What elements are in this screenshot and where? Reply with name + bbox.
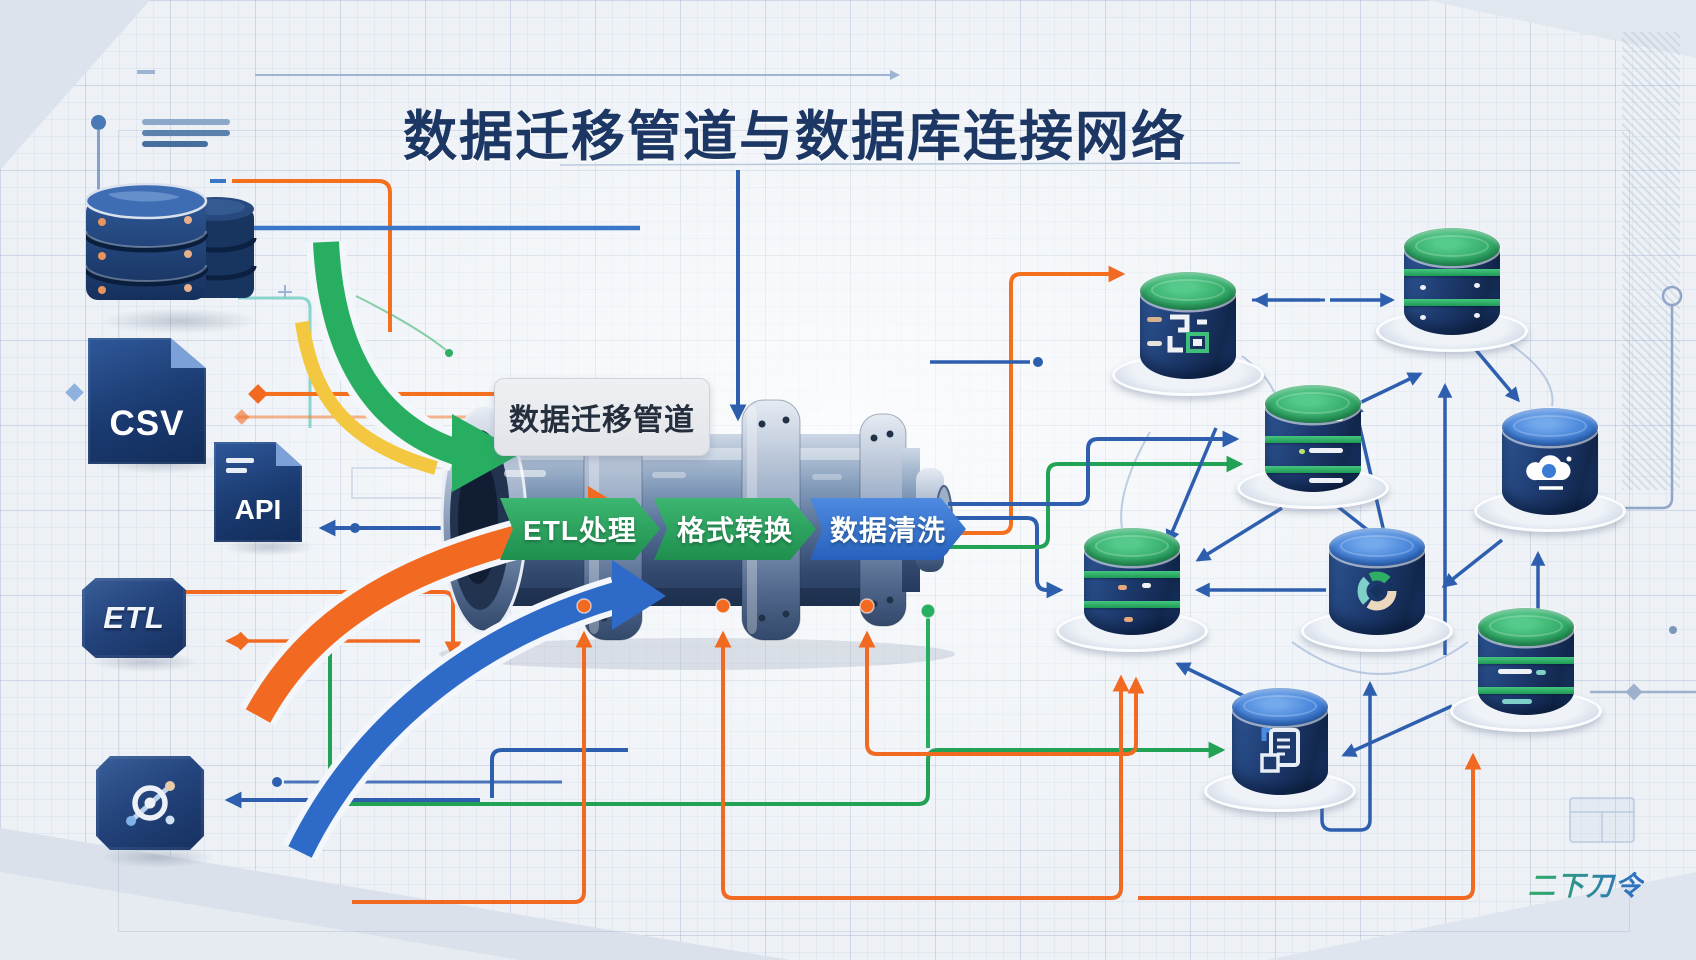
stage-badge-clean: 数据清洗: [810, 498, 966, 560]
network-hub-icon: [96, 756, 204, 850]
shadow: [100, 308, 260, 334]
database-stack-icon: [83, 182, 261, 322]
api-file-icon: API: [214, 442, 302, 542]
shadow: [222, 538, 316, 556]
etl-box-icon: ETL: [82, 578, 186, 658]
shadow: [100, 846, 216, 868]
db-top: [1478, 608, 1574, 646]
db-top: [1232, 688, 1328, 726]
db-top: [1329, 528, 1425, 566]
db-top: [1404, 228, 1500, 266]
db-top: [1265, 385, 1361, 423]
db-top: [1084, 528, 1180, 566]
stage-badge-format: 格式转换: [654, 498, 816, 560]
blueprint-pin-icon: [91, 115, 106, 130]
menu-bars-decoration: [142, 119, 230, 152]
document-icon: [1232, 707, 1328, 795]
pipeline-label: 数据迁移管道: [494, 378, 710, 456]
db-body: [1265, 404, 1361, 492]
panel-frame: [118, 130, 1630, 932]
hatch-strip-right: [1622, 32, 1680, 490]
cloud-icon: [1502, 427, 1598, 515]
sync-icon: [1329, 547, 1425, 635]
csv-label: CSV: [109, 403, 185, 443]
db-top: [1502, 408, 1598, 446]
db-top: [1140, 272, 1236, 310]
csv-file-fold: [170, 338, 206, 369]
api-label: API: [234, 494, 282, 525]
page-title: 数据迁移管道与数据库连接网络: [403, 107, 1187, 167]
hub-target-icon: [126, 781, 175, 826]
db-node-top-right: [1376, 228, 1528, 352]
db-node-green-left: [1056, 528, 1208, 652]
db-node-sync: [1301, 528, 1453, 652]
db-node-document: [1204, 688, 1356, 812]
db-node-circuit: [1112, 272, 1264, 396]
db-node-cloud: [1474, 408, 1626, 532]
stage-badge-etl: ETL处理: [500, 498, 660, 560]
etl-label: ETL: [103, 600, 165, 635]
db-node-striped-mid: [1237, 385, 1389, 509]
csv-file-icon: CSV: [88, 338, 206, 464]
db-node-striped-bottom-right: [1450, 608, 1602, 732]
db-body: [1329, 547, 1425, 635]
circuit-icon: [1140, 291, 1236, 379]
watermark-logo: 二下刀令: [1528, 864, 1644, 903]
